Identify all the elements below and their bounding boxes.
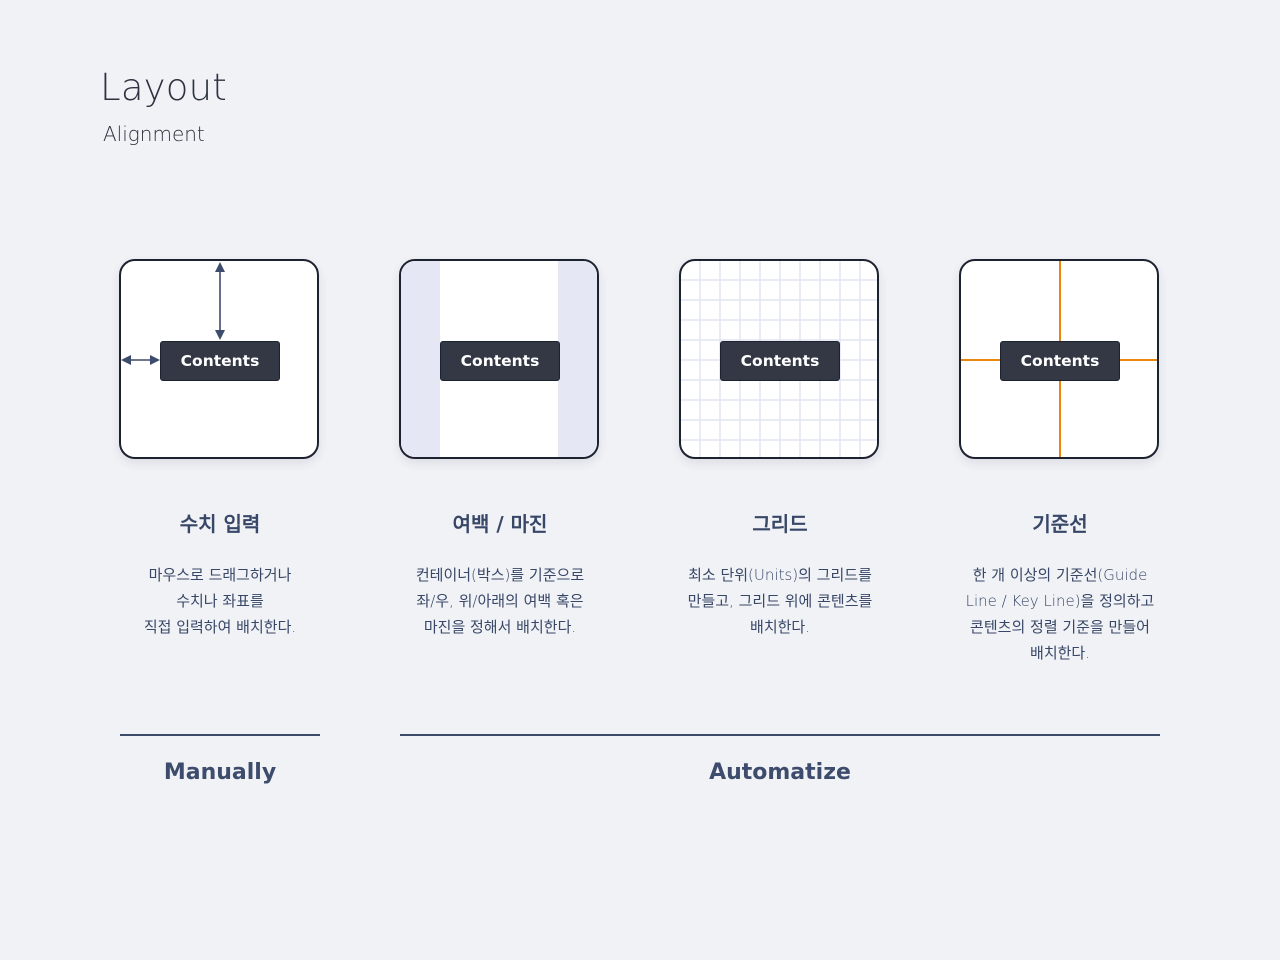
card-desc-grid: 최소 단위(Units)의 그리드를 만들고, 그리드 위에 콘텐츠를 배치한다… [660, 562, 900, 640]
desc-line: 최소 단위(Units)의 그리드를 [688, 566, 872, 584]
page-title: Layout [100, 66, 227, 109]
auto-group-line [400, 734, 1160, 736]
desc-line: 한 개 이상의 기준선(Guide [972, 566, 1148, 584]
desc-line: 마우스로 드래그하거나 [148, 566, 292, 584]
card-keylines: Contents [959, 259, 1159, 459]
desc-line: 만들고, 그리드 위에 콘텐츠를 [687, 592, 873, 610]
page-subtitle: Alignment [103, 122, 205, 146]
desc-line: 컨테이너(박스)를 기준으로 [415, 566, 585, 584]
card-numeric-input: Contents [119, 259, 319, 459]
desc-line: 배치한다. [750, 618, 810, 636]
desc-line: 마진을 정해서 배치한다. [423, 618, 577, 636]
manual-group-label: Manually [163, 760, 277, 785]
card-desc-margins: 컨테이너(박스)를 기준으로 좌/우, 위/아래의 여백 혹은 마진을 정해서 … [380, 562, 620, 640]
desc-line: 직접 입력하여 배치한다. [143, 618, 297, 636]
card-title-numeric: 수치 입력 [179, 512, 261, 536]
contents-box: Contents [720, 341, 840, 381]
desc-line: 수치나 좌표를 [176, 592, 264, 610]
desc-line: 좌/우, 위/아래의 여백 혹은 [416, 592, 584, 610]
card-grid: Contents [679, 259, 879, 459]
card-margins: Contents [399, 259, 599, 459]
card-desc-keylines: 한 개 이상의 기준선(Guide Line / Key Line)을 정의하고… [940, 562, 1180, 666]
contents-box: Contents [440, 341, 560, 381]
manual-group-line [120, 734, 320, 736]
card-title-grid: 그리드 [752, 512, 808, 536]
contents-box: Contents [1000, 341, 1120, 381]
card-title-keylines: 기준선 [1032, 512, 1088, 536]
auto-group-label: Automatize [709, 760, 851, 785]
left-margin [401, 261, 440, 457]
desc-line: 배치한다. [1030, 644, 1090, 662]
desc-line: Line / Key Line)을 정의하고 [965, 592, 1155, 610]
desc-line: 콘텐츠의 정렬 기준을 만들어 [970, 618, 1150, 636]
measure-arrows-icon [121, 262, 225, 365]
card-title-margins: 여백 / 마진 [452, 512, 548, 536]
card-desc-numeric: 마우스로 드래그하거나 수치나 좌표를 직접 입력하여 배치한다. [100, 562, 340, 640]
right-margin [558, 261, 597, 457]
contents-box: Contents [160, 341, 280, 381]
